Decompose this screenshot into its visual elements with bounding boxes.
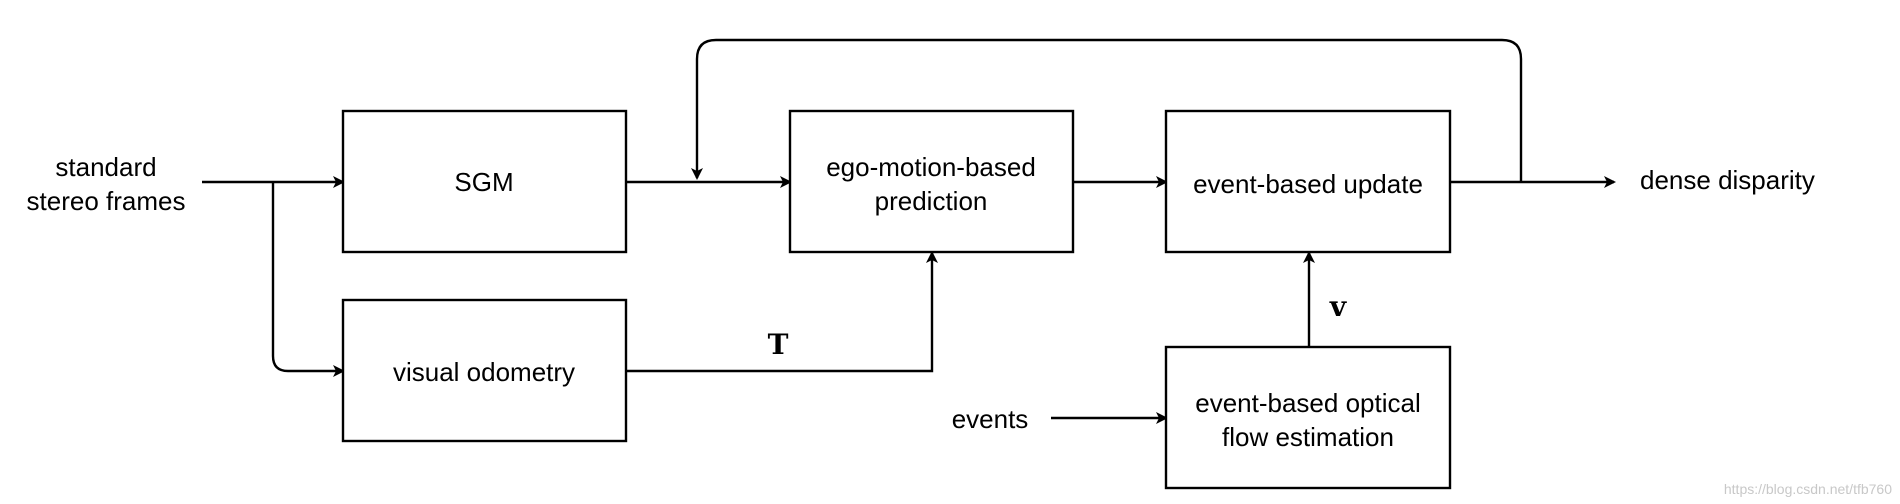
optical-flow-label-line2: flow estimation bbox=[1222, 422, 1394, 452]
pose-edge-label: T bbox=[768, 328, 789, 361]
frames-input-label-line2: stereo frames bbox=[27, 186, 186, 216]
prediction-label-line2: prediction bbox=[875, 186, 988, 216]
sgm-block bbox=[341, 109, 628, 254]
events-input-label: events bbox=[952, 404, 1029, 434]
visual-odometry-label: visual odometry bbox=[393, 357, 575, 387]
edge-visual-odometry-to-prediction bbox=[626, 251, 938, 373]
edge-frames-to-visual-odometry bbox=[271, 182, 345, 377]
visual-odometry-block bbox=[341, 298, 628, 443]
dense-disparity-output-label: dense disparity bbox=[1640, 165, 1815, 195]
prediction-block bbox=[788, 109, 1075, 254]
update-block bbox=[1164, 109, 1452, 254]
frames-input-label-line1: standard bbox=[55, 152, 156, 182]
watermark-text: https://blog.csdn.net/tfb760 bbox=[1724, 481, 1892, 497]
optical-flow-block bbox=[1164, 345, 1452, 490]
edge-feedback-loop bbox=[691, 38, 1523, 182]
update-label: event-based update bbox=[1193, 169, 1423, 199]
sgm-label: SGM bbox=[454, 167, 513, 197]
prediction-label-line1: ego-motion-based bbox=[826, 152, 1036, 182]
optical-flow-label-line1: event-based optical bbox=[1195, 388, 1420, 418]
velocity-edge-label: v bbox=[1329, 290, 1347, 323]
